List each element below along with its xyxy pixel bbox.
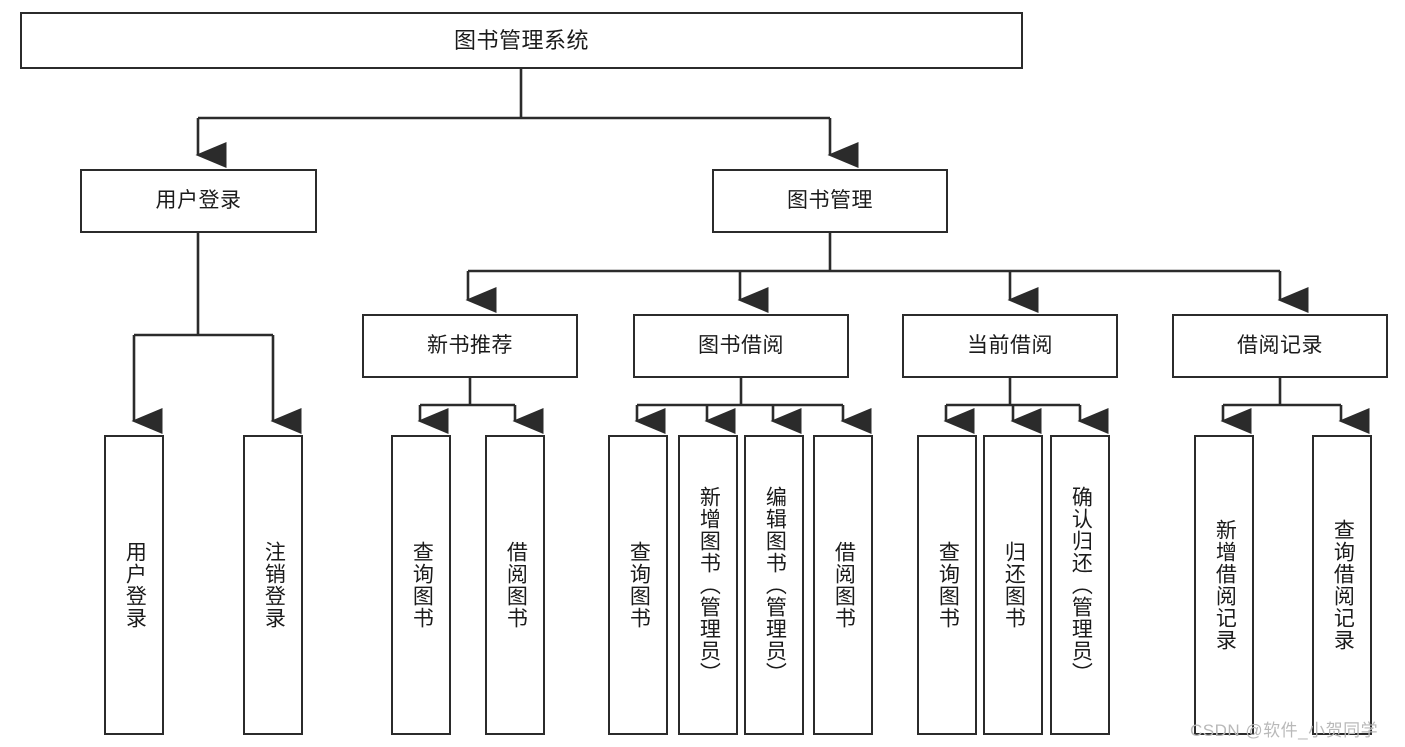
leaf-query-borrow-record[interactable]: 查询借阅记录 [1312, 435, 1372, 735]
leaf-borrow-book-1[interactable]: 借阅图书 [485, 435, 545, 735]
node-label: 用户登录 [155, 188, 242, 212]
node-label: 图书借阅 [698, 333, 784, 357]
node-root-system[interactable]: 图书管理系统 [20, 12, 1023, 69]
node-new-book-recommend[interactable]: 新书推荐 [362, 314, 578, 378]
watermark-text: CSDN @软件_小贺同学 [1190, 721, 1379, 740]
leaf-query-book-2[interactable]: 查询图书 [608, 435, 668, 735]
node-label: 确认归还（管理员） [1069, 486, 1093, 684]
leaf-add-book-admin[interactable]: 新增图书（管理员） [678, 435, 738, 735]
node-borrow-record[interactable]: 借阅记录 [1172, 314, 1388, 378]
node-label: 借阅图书 [504, 541, 528, 629]
node-label: 借阅图书 [832, 541, 856, 629]
node-current-borrow[interactable]: 当前借阅 [902, 314, 1118, 378]
leaf-confirm-return-admin[interactable]: 确认归还（管理员） [1050, 435, 1110, 735]
node-label: 查询图书 [936, 541, 960, 629]
leaf-edit-book-admin[interactable]: 编辑图书（管理员） [744, 435, 804, 735]
node-label: 查询图书 [627, 541, 651, 629]
leaf-query-book-1[interactable]: 查询图书 [391, 435, 451, 735]
node-label: 图书管理 [787, 188, 873, 212]
node-label: 编辑图书（管理员） [763, 486, 787, 684]
node-label: 查询借阅记录 [1331, 519, 1355, 651]
leaf-query-book-3[interactable]: 查询图书 [917, 435, 977, 735]
node-user-login[interactable]: 用户登录 [80, 169, 317, 233]
node-label: 归还图书 [1002, 541, 1026, 629]
node-label: 查询图书 [410, 541, 434, 629]
node-label: 新增图书（管理员） [697, 486, 721, 684]
node-label: 借阅记录 [1237, 333, 1323, 357]
node-book-manage[interactable]: 图书管理 [712, 169, 948, 233]
node-label: 新书推荐 [427, 333, 513, 357]
node-label: 当前借阅 [967, 333, 1053, 357]
node-label: 图书管理系统 [453, 27, 589, 53]
node-book-borrow[interactable]: 图书借阅 [633, 314, 849, 378]
leaf-borrow-book-2[interactable]: 借阅图书 [813, 435, 873, 735]
leaf-user-login[interactable]: 用户登录 [104, 435, 164, 735]
node-label: 新增借阅记录 [1213, 519, 1237, 651]
leaf-add-borrow-record[interactable]: 新增借阅记录 [1194, 435, 1254, 735]
leaf-return-book[interactable]: 归还图书 [983, 435, 1043, 735]
leaf-user-logout[interactable]: 注销登录 [243, 435, 303, 735]
node-label: 注销登录 [262, 541, 286, 629]
node-label: 用户登录 [123, 541, 147, 629]
